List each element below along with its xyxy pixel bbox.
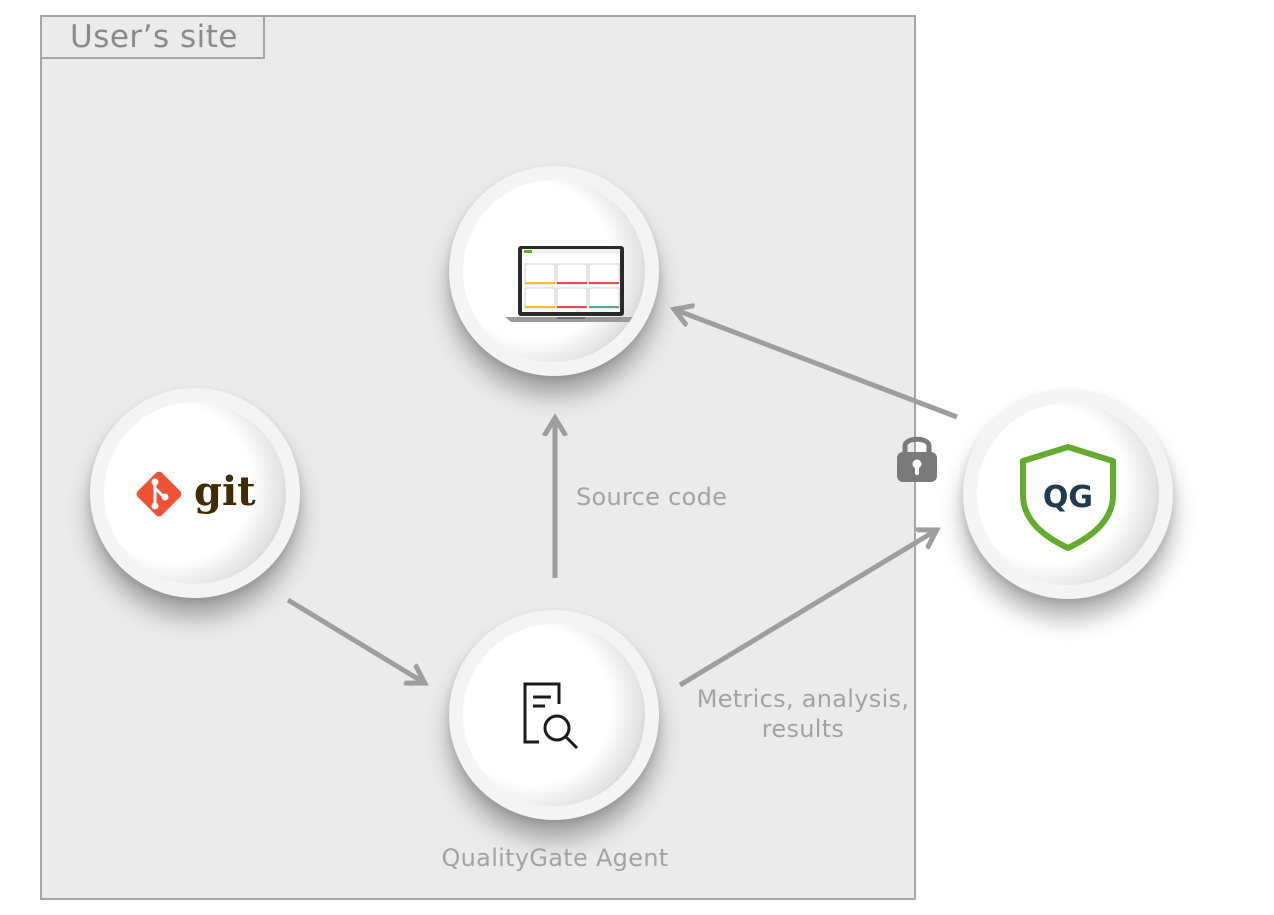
source-code-label: Source code [576, 483, 728, 511]
git-logo-icon [136, 471, 182, 517]
agent-node [449, 610, 659, 820]
arrow-agent-to-qualitygate [678, 531, 935, 688]
laptop-dashboard-icon [505, 246, 637, 322]
laptop-node [449, 166, 659, 376]
agent-caption: QualityGate Agent [441, 844, 669, 872]
arrow-git-to-agent [286, 597, 423, 682]
lock-icon [897, 436, 937, 482]
qualitygate-node: QG [963, 389, 1173, 599]
qualitygate-shield-icon: QG [1020, 444, 1116, 551]
users-site-title: User’s site [40, 15, 265, 59]
qualitygate-logo-text: QG [1043, 480, 1093, 515]
metrics-label: Metrics, analysis, results [696, 685, 910, 743]
arrow-qualitygate-to-laptop [676, 310, 958, 420]
document-search-icon [523, 682, 579, 750]
git-wordmark: git [194, 468, 256, 515]
git-node: git [90, 388, 300, 598]
